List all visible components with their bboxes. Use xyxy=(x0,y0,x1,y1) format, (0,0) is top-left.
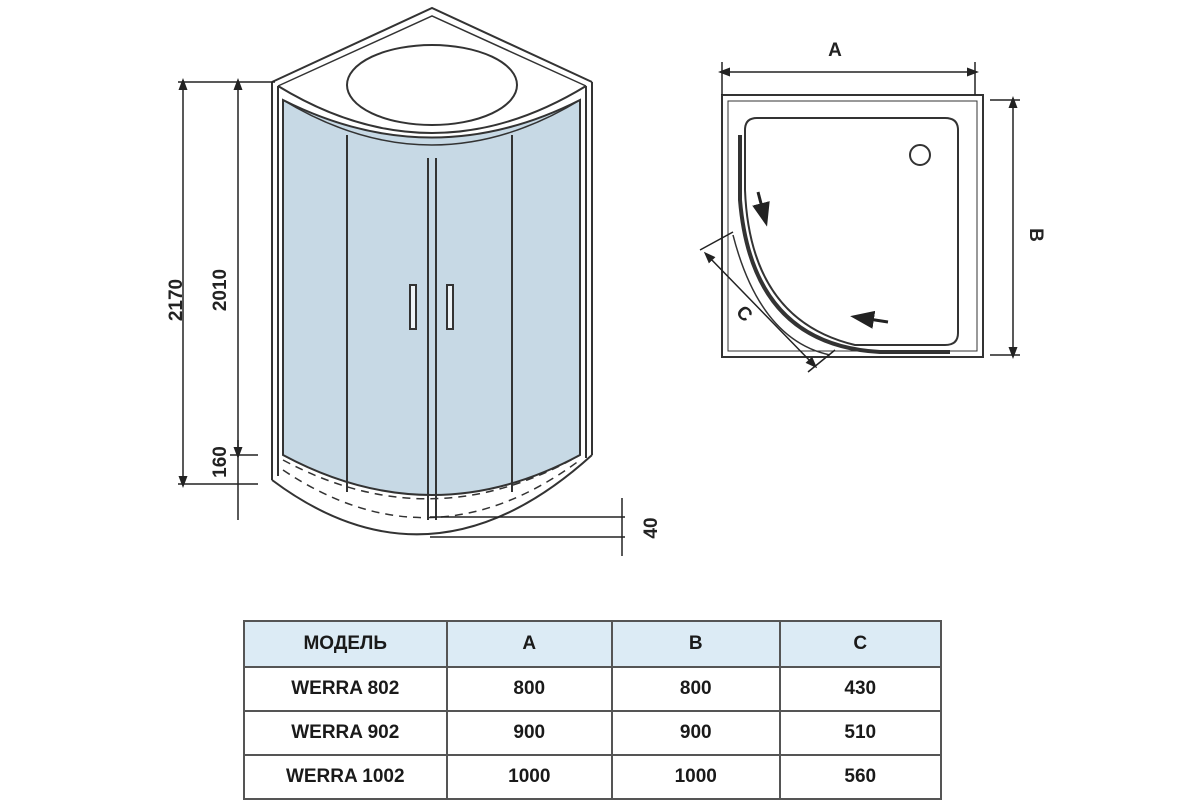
dim-tray-depth: 40 xyxy=(641,517,662,538)
roof-dome xyxy=(346,44,518,126)
label-a: A xyxy=(828,40,842,61)
tray-inner-outline xyxy=(744,117,959,346)
plan-dimensions xyxy=(699,62,1020,373)
cell-b: 900 xyxy=(611,710,781,756)
header-b: B xyxy=(611,620,781,668)
table-header-row: МОДЕЛЬ A B C xyxy=(243,620,942,668)
plan-view xyxy=(721,94,984,358)
dim-total-height: 2170 xyxy=(166,279,187,321)
cabin-left-edge xyxy=(271,82,279,480)
arrow-icons xyxy=(752,191,889,329)
cell-b: 1000 xyxy=(611,754,781,800)
label-c: C xyxy=(732,302,757,327)
door-handle-right xyxy=(446,284,454,330)
glass-area xyxy=(282,98,581,496)
tray-outline xyxy=(271,454,593,536)
cell-model: WERRA 802 xyxy=(243,666,448,712)
cell-a: 1000 xyxy=(445,754,614,800)
cell-c: 430 xyxy=(778,666,942,712)
dim-glass-height: 2010 xyxy=(210,269,231,311)
dim-tray-height: 160 xyxy=(210,446,231,478)
roof-outline xyxy=(271,6,593,83)
cell-c: 510 xyxy=(778,710,942,756)
cell-c: 560 xyxy=(778,754,942,800)
cabin-right-edge xyxy=(585,82,593,458)
label-b: B xyxy=(1025,228,1046,242)
table-row: WERRA 1002 1000 1000 560 xyxy=(243,754,942,800)
front-view-dimensions xyxy=(178,78,625,556)
drain-icon xyxy=(909,144,931,166)
front-view-cabin xyxy=(271,6,593,536)
cell-model: WERRA 902 xyxy=(243,710,448,756)
door-handle-left xyxy=(409,284,417,330)
roof-front-curve xyxy=(277,85,587,134)
cell-model: WERRA 1002 xyxy=(243,754,448,800)
model-dimensions-table: МОДЕЛЬ A B C WERRA 802 800 800 430 WERRA… xyxy=(243,620,942,800)
table-row: WERRA 802 800 800 430 xyxy=(243,666,942,712)
table-row: WERRA 902 900 900 510 xyxy=(243,710,942,756)
cell-a: 900 xyxy=(445,710,614,756)
header-a: A xyxy=(445,620,614,668)
header-c: C xyxy=(778,620,942,668)
header-model: МОДЕЛЬ xyxy=(243,620,448,668)
cell-a: 800 xyxy=(445,666,614,712)
cell-b: 800 xyxy=(611,666,781,712)
